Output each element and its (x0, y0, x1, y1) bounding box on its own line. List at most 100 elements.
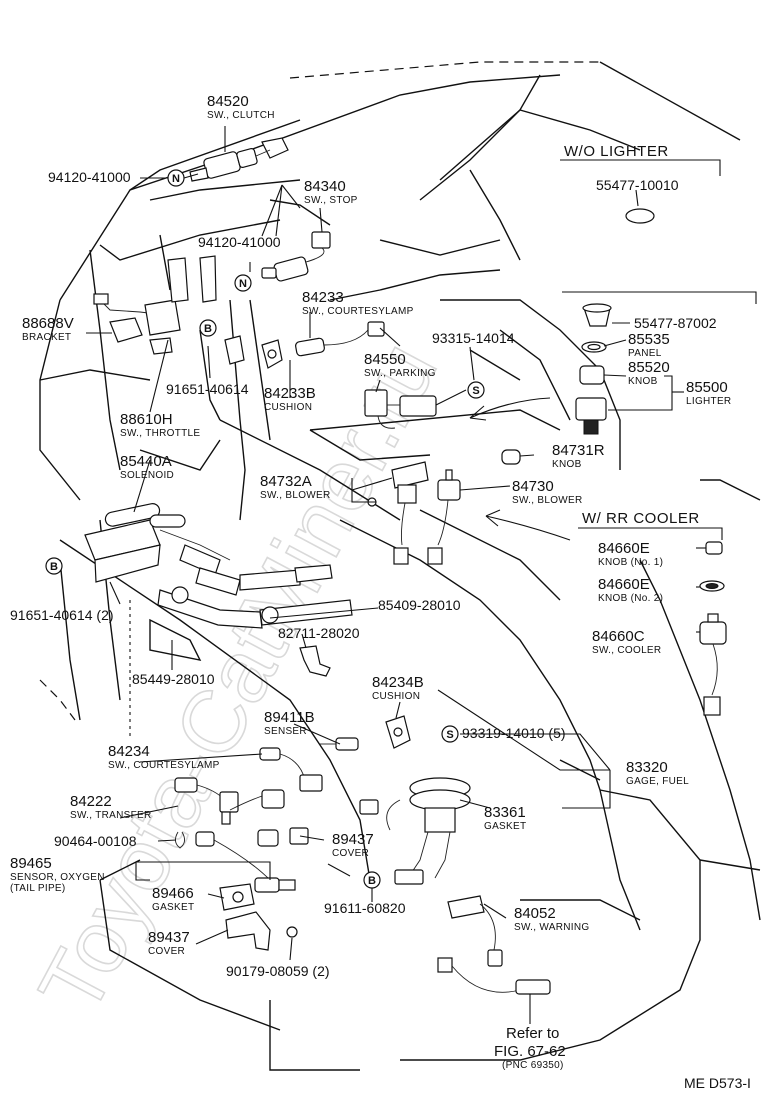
rr-cooler-parts (699, 541, 727, 716)
label-84340-num: 84340 (304, 178, 346, 195)
clip-part (175, 831, 185, 849)
blower-switch-b-part (427, 469, 461, 565)
label-84660e-1-desc: KNOB (No. 1) (598, 557, 663, 568)
section-title-wo-lighter: W/O LIGHTER (564, 143, 669, 160)
bracket-82711-part (299, 645, 331, 677)
label-89437-a-desc: COVER (332, 848, 369, 859)
stop-switch-part (261, 231, 331, 282)
label-84660e-2-num: 84660E (598, 576, 650, 593)
label-83320-num: 83320 (626, 759, 668, 776)
label-89411b-num: 89411B (264, 709, 315, 726)
label-84234-num: 84234 (108, 743, 150, 760)
label-89437-b-num: 89437 (148, 929, 190, 946)
blower-switch-a-part (367, 461, 429, 565)
label-94120-b: 94120-41000 (198, 234, 281, 250)
marker-b-2 (45, 557, 63, 575)
warning-switch-part (437, 895, 551, 995)
marker-b-1 (199, 319, 217, 337)
label-85520-num: 85520 (628, 359, 670, 376)
label-84222-desc: SW., TRANSFER (70, 810, 152, 821)
label-85535-num: 85535 (628, 331, 670, 348)
label-85520-desc: KNOB (628, 376, 658, 387)
label-85449: 85449-28010 (132, 671, 215, 687)
courtesy-lamp-switch-part (295, 321, 385, 357)
label-84340-desc: SW., STOP (304, 195, 358, 206)
label-85500-desc: LIGHTER (686, 396, 731, 407)
label-88610h-num: 88610H (120, 411, 173, 428)
label-91651-b: 91651-40614 (2) (10, 607, 114, 623)
section-title-rr-cooler: W/ RR COOLER (582, 510, 700, 527)
label-55477-b: 55477-87002 (634, 315, 717, 331)
label-84660c-desc: SW., COOLER (592, 645, 661, 656)
oxygen-sensor-part (195, 831, 296, 911)
label-84234b-desc: CUSHION (372, 691, 420, 702)
label-91611: 91611-60820 (324, 900, 406, 916)
label-85440a-desc: SOLENOID (120, 470, 174, 481)
label-85500-num: 85500 (686, 379, 728, 396)
parking-switch-part (364, 389, 437, 429)
leader-lines (86, 126, 706, 1024)
label-85409: 85409-28010 (378, 597, 461, 613)
label-84520-num: 84520 (207, 93, 249, 110)
vehicle-body-outline (39, 61, 761, 1071)
marker-n-1 (167, 169, 185, 187)
label-84550-num: 84550 (364, 351, 406, 368)
label-90464: 90464-00108 (54, 833, 137, 849)
fuel-gage-part (359, 777, 471, 885)
label-88688v-num: 88688V (22, 315, 74, 332)
label-91651-a: 91651-40614 (166, 381, 249, 397)
senser-part (320, 737, 359, 751)
label-88610h-desc: SW., THROTTLE (120, 428, 200, 439)
label-89437-a-num: 89437 (332, 831, 374, 848)
label-84052-desc: SW., WARNING (514, 922, 589, 933)
solenoid-part (84, 503, 353, 629)
svg-text:S: S (472, 385, 479, 397)
label-84732a-num: 84732A (260, 473, 312, 490)
label-83320-desc: GAGE, FUEL (626, 776, 689, 787)
label-93319: 93319-14010 (5) (462, 725, 566, 741)
cover-lower-part (225, 911, 271, 951)
lighter-parts (575, 303, 612, 435)
marker-n-2 (234, 274, 252, 292)
svg-text:B: B (368, 875, 376, 887)
label-83361-desc: GASKET (484, 821, 526, 832)
svg-text:B: B (204, 323, 212, 335)
label-90179: 90179-08059 (2) (226, 963, 330, 979)
label-89465-desc2: (TAIL PIPE) (10, 883, 66, 894)
refer-line-3: (PNC 69350) (502, 1060, 564, 1071)
label-84731r-desc: KNOB (552, 459, 582, 470)
svg-text:S: S (446, 729, 453, 741)
label-89411b-desc: SENSER (264, 726, 307, 737)
svg-text:N: N (172, 173, 180, 185)
label-84233-desc: SW., COURTESYLAMP (302, 306, 414, 317)
courtesy-lamp-84234-part (259, 747, 323, 792)
label-84052-num: 84052 (514, 905, 556, 922)
label-84731r-num: 84731R (552, 442, 605, 459)
footer-code: ME D573-I (684, 1075, 751, 1091)
label-89465-desc: SENSOR, OXYGEN (10, 872, 105, 883)
label-89465-num: 89465 (10, 855, 52, 872)
label-84660e-2-desc: KNOB (No. 2) (598, 593, 663, 604)
knob-84731r-part (501, 449, 521, 465)
label-84233b-num: 84233B (264, 385, 316, 402)
label-84520-desc: SW., CLUTCH (207, 110, 275, 121)
label-84730-desc: SW., BLOWER (512, 495, 583, 506)
label-84660e-1-num: 84660E (598, 540, 650, 557)
direction-arrows (469, 397, 571, 541)
label-89466-num: 89466 (152, 885, 194, 902)
marker-b-3 (363, 871, 381, 889)
label-84234-desc: SW., COURTESYLAMP (108, 760, 220, 771)
marker-s-2 (441, 725, 459, 743)
refer-line-1: Refer to (506, 1025, 559, 1042)
label-84234b-num: 84234B (372, 674, 424, 691)
refer-line-2: FIG. 67-62 (494, 1043, 566, 1060)
label-84732a-desc: SW., BLOWER (260, 490, 331, 501)
label-85440a-num: 85440A (120, 453, 172, 470)
label-89466-desc: GASKET (152, 902, 194, 913)
label-93315: 93315-14014 (432, 330, 515, 346)
label-89437-b-desc: COVER (148, 946, 185, 957)
label-84222-num: 84222 (70, 793, 112, 810)
throttle-switch-part (93, 255, 245, 365)
label-55477-a: 55477-10010 (596, 177, 679, 193)
